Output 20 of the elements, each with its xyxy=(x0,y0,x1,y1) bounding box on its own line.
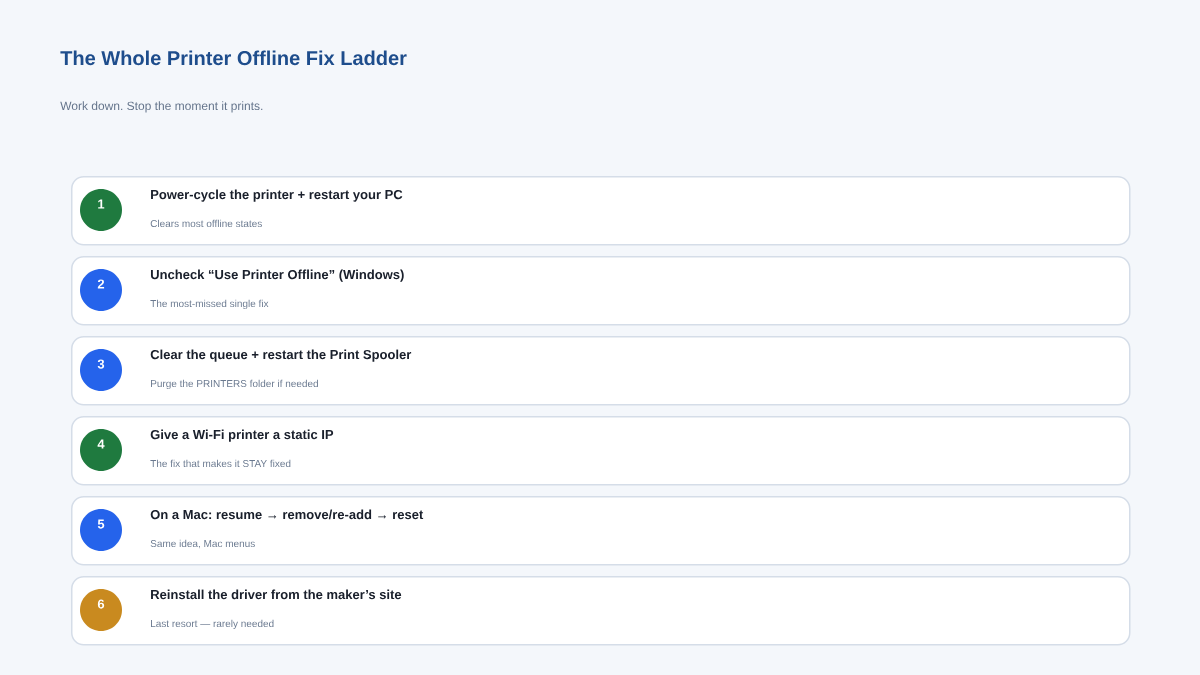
number-badge: 6 xyxy=(80,589,122,631)
step-description: Clears most offline states xyxy=(150,219,262,228)
step-description: Same idea, Mac menus xyxy=(150,539,255,549)
step-title: On a Mac: resume → remove/re-add → reset xyxy=(150,509,424,520)
number-badge: 5 xyxy=(80,509,122,551)
step-title: Power-cycle the printer + restart your PC xyxy=(151,189,403,202)
step-title: Uncheck “Use Printer Offline” (Windows) xyxy=(151,269,404,282)
step-title: Reinstall the driver from the maker’s site xyxy=(151,589,402,600)
step-description: The fix that makes it STAY fixed xyxy=(150,459,291,468)
step-title: Give a Wi-Fi printer a static IP xyxy=(150,429,334,442)
step-description: Last resort — rarely needed xyxy=(151,619,274,630)
title: The Whole Printer Offline Fix Ladder xyxy=(60,50,407,66)
subtitle: Work down. Stop the moment it prints. xyxy=(60,101,263,113)
number-badge: 1 xyxy=(80,189,122,231)
step-description: The most-missed single fix xyxy=(150,299,269,310)
number-badge: 2 xyxy=(80,269,122,311)
step-title: Clear the queue + restart the Print Spooler xyxy=(150,349,412,362)
number-badge: 4 xyxy=(80,429,122,471)
step-description: Purge the PRINTERS folder if needed xyxy=(151,379,318,390)
number-badge: 3 xyxy=(80,349,122,391)
